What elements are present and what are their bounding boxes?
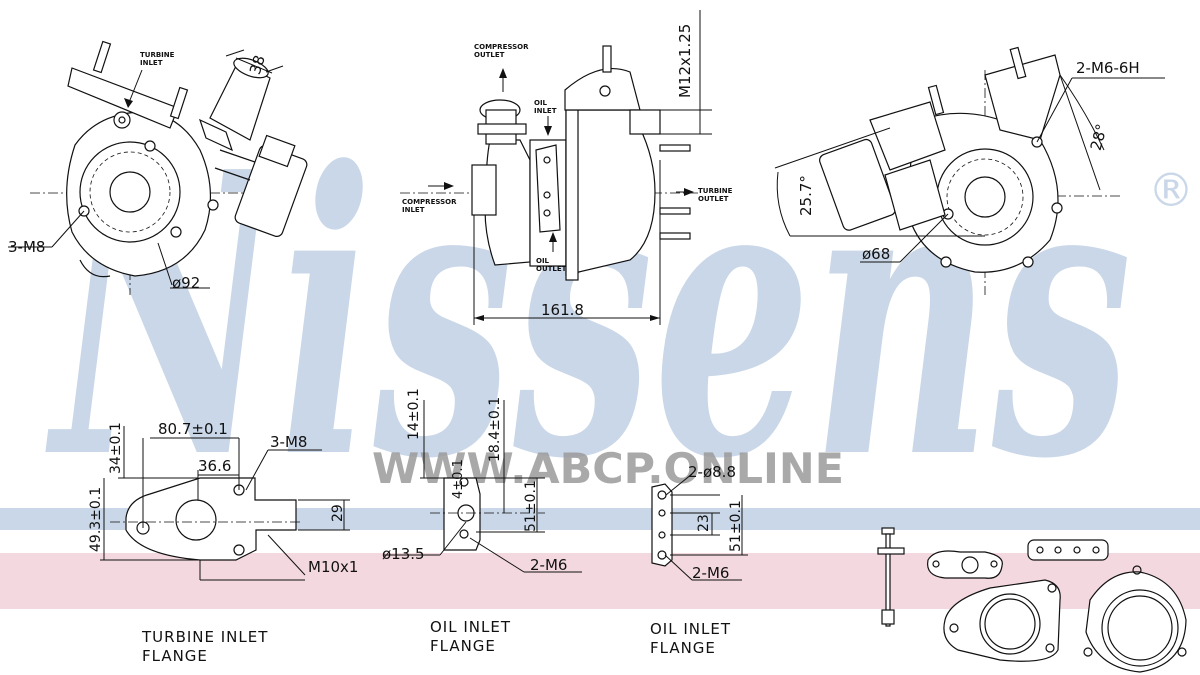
front-thread-label: 3-M8 bbox=[8, 238, 45, 256]
side-length-label: 161.8 bbox=[541, 301, 584, 319]
turbine-inlet-flange-drawing bbox=[100, 426, 350, 581]
oil-flange-dim-51: 51±0.1 bbox=[728, 500, 744, 552]
oil-inlet-line1: OIL bbox=[534, 99, 548, 107]
rear-view bbox=[774, 46, 1165, 295]
compressor-inlet-line1: COMPRESSOR bbox=[402, 198, 457, 206]
oil-inlet-line2: INLET bbox=[534, 107, 557, 115]
turbine-flange-dim-34: 34±0.1 bbox=[108, 422, 124, 474]
turbine-inlet-label: TURBINE INLET bbox=[140, 51, 177, 67]
website-watermark: WWW.ABCP.ONLINE bbox=[372, 444, 844, 493]
front-diameter-label: ø92 bbox=[172, 274, 200, 292]
turbine-flange-dim-807: 80.7±0.1 bbox=[158, 420, 228, 438]
oil-inlet-thread: 2-M6 bbox=[530, 556, 567, 574]
turbine-outlet-line2: OUTLET bbox=[698, 195, 729, 203]
oil-inlet-dim-184: 18.4±0.1 bbox=[487, 397, 503, 462]
compressor-outlet-label: COMPRESSOR OUTLET bbox=[474, 43, 531, 59]
oil-flange-drawing bbox=[651, 473, 748, 581]
blue-band bbox=[0, 508, 1200, 530]
oil-inlet-diameter: ø13.5 bbox=[382, 545, 425, 563]
oil-outlet-label: OIL OUTLET bbox=[536, 257, 567, 273]
oil-flange-thread: 2-M6 bbox=[692, 564, 729, 582]
rear-thread-label: 2-M6-6H bbox=[1076, 59, 1140, 77]
turbine-flange-dim-29: 29 bbox=[330, 504, 346, 522]
registered-mark: ® bbox=[1148, 163, 1194, 217]
oil-inlet-dim-14: 14±0.1 bbox=[406, 388, 422, 440]
side-thread-label: M12x1.25 bbox=[676, 24, 694, 98]
oil-outlet-line1: OIL bbox=[536, 257, 550, 265]
turbine-flange-caption-1: TURBINE INLET bbox=[141, 628, 268, 646]
turbine-flange-dim-366: 36.6 bbox=[198, 457, 231, 475]
oil-inlet-caption-1: OIL INLET bbox=[430, 618, 511, 636]
oil-flange-holes: 2-ø8.8 bbox=[688, 463, 736, 481]
oil-flange-caption-2: FLANGE bbox=[650, 639, 716, 657]
compressor-outlet-line2: OUTLET bbox=[474, 51, 505, 59]
oil-flange-caption-1: OIL INLET bbox=[650, 620, 731, 638]
oil-inlet-label: OIL INLET bbox=[534, 99, 557, 115]
oil-outlet-line2: OUTLET bbox=[536, 265, 567, 273]
oil-inlet-flange-drawing bbox=[384, 400, 582, 573]
oil-inlet-dim-51: 51±0.1 bbox=[523, 480, 539, 532]
compressor-outlet-line1: COMPRESSOR bbox=[474, 43, 529, 51]
front-dim-38: 38 bbox=[246, 53, 269, 77]
turbine-flange-thread: 3-M8 bbox=[270, 433, 307, 451]
turbine-inlet-line2: INLET bbox=[140, 59, 163, 67]
oil-flange-dim-23: 23 bbox=[696, 514, 712, 532]
side-view bbox=[400, 10, 712, 325]
turbine-flange-stud: M10x1 bbox=[308, 558, 358, 576]
front-view bbox=[8, 40, 308, 295]
turbine-outlet-line1: TURBINE bbox=[698, 187, 733, 195]
turbine-flange-dim-493: 49.3±0.1 bbox=[88, 487, 104, 552]
rear-angle-257: 25.7° bbox=[797, 175, 815, 216]
turbine-outlet-label: TURBINE OUTLET bbox=[698, 187, 735, 203]
oil-inlet-caption-2: FLANGE bbox=[430, 637, 496, 655]
turbine-flange-caption-2: FLANGE bbox=[142, 647, 208, 665]
gasket-kit-drawing bbox=[877, 527, 1187, 673]
turbine-inlet-line1: TURBINE bbox=[140, 51, 175, 59]
compressor-inlet-label: COMPRESSOR INLET bbox=[402, 198, 459, 214]
compressor-inlet-line2: INLET bbox=[402, 206, 425, 214]
rear-diameter-label: ø68 bbox=[862, 245, 890, 263]
oil-inlet-dim-4: 4±0.1 bbox=[451, 459, 466, 499]
